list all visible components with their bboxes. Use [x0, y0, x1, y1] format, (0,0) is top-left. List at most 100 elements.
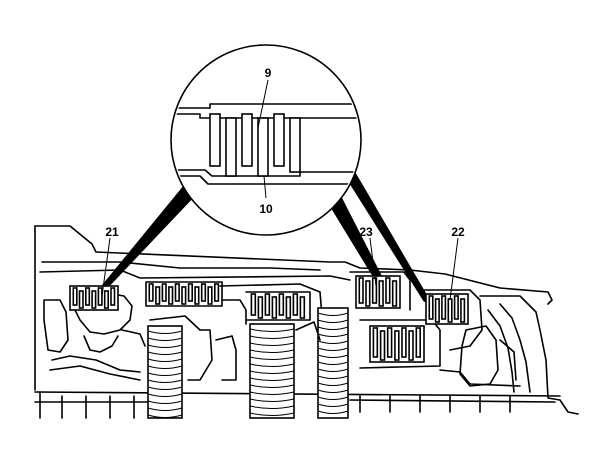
clutch-pack-23 [349, 271, 411, 311]
magnifier-leader-left [98, 185, 196, 292]
clutch-plate [91, 290, 97, 309]
right-internal-components [439, 325, 521, 387]
gear-right-tooth [317, 340, 349, 344]
clutch-plate [200, 283, 207, 302]
clutch-plate [278, 293, 285, 316]
clutch-plate [110, 287, 116, 306]
clutch-plate [72, 287, 78, 306]
gear-center-tooth [249, 377, 295, 381]
gear-right-tooth [317, 347, 349, 351]
gear-right-tooth [317, 403, 349, 407]
gear-right-tooth [317, 319, 349, 323]
clutch-plate [148, 283, 154, 302]
gear-center-tooth [249, 412, 295, 416]
clutch-plate [358, 277, 364, 304]
clutch-plate [415, 327, 421, 358]
callout-9: 9 [265, 66, 272, 80]
gear-left-tooth [147, 351, 183, 355]
gear-center-tooth [249, 405, 295, 409]
gear-right-tooth [317, 368, 349, 372]
planetary-gears [147, 307, 349, 419]
clutch-plate [264, 293, 271, 316]
gear-left-tooth [147, 393, 183, 397]
callout-leaders [101, 237, 459, 301]
gear-center-tooth [249, 349, 295, 353]
gear-right-tooth [317, 312, 349, 316]
clutch-plate [174, 283, 180, 302]
gear-left-tooth [147, 337, 183, 341]
clutch-plate [257, 296, 264, 319]
gear-left-tooth [147, 414, 183, 418]
clutch-plates-detail [209, 113, 301, 177]
gear-left [147, 325, 183, 419]
transmission-housing [34, 225, 579, 419]
gear-right-tooth [317, 333, 349, 337]
clutch-plate [434, 298, 440, 323]
clutch-plate [207, 286, 213, 305]
gear-center-tooth [249, 335, 295, 339]
gear-left-tooth [147, 330, 183, 334]
clutch-plate [391, 280, 398, 307]
clutch-pack-22 [419, 289, 483, 351]
gear-center-tooth [249, 356, 295, 360]
clutch-plate [292, 293, 299, 316]
clutch-plate [453, 295, 459, 320]
gear-left-tooth [147, 407, 183, 411]
gear-center-tooth [249, 342, 295, 346]
clutch-plate [214, 283, 220, 302]
clutch-plate [386, 327, 393, 358]
clutch-plate [385, 277, 391, 304]
clutch-plate [168, 286, 174, 305]
clutch-plate [447, 298, 453, 323]
center-upper-clutch [145, 281, 323, 325]
gear-left-tooth [147, 358, 183, 362]
clutch-plate [271, 296, 278, 319]
clutch-pack-21 [69, 285, 119, 311]
clutch-plate [378, 280, 384, 307]
gear-left-tooth [147, 386, 183, 390]
clutch-plate [181, 286, 187, 305]
clutch-plate [441, 295, 447, 320]
clutch-plate [161, 283, 167, 302]
gear-right-tooth [317, 326, 349, 330]
detail-magnifier [170, 44, 362, 236]
gear-left-tooth [147, 379, 183, 383]
clutch-plate [401, 327, 407, 358]
clutch-plate [394, 330, 400, 361]
gear-center-tooth [249, 328, 295, 332]
callout-10: 10 [259, 202, 273, 216]
clutch-plate [372, 327, 379, 358]
gear-right-tooth [317, 361, 349, 365]
gear-right-tooth [317, 354, 349, 358]
clutch-plate [250, 293, 257, 316]
gear-center-tooth [249, 384, 295, 388]
gear-center-tooth [249, 398, 295, 402]
clutch-plate [428, 295, 434, 320]
clutch-plate [285, 296, 292, 319]
clutch-plate [365, 280, 371, 307]
gear-right-tooth [317, 382, 349, 386]
lower-right-clutch [359, 319, 441, 369]
callout-21: 21 [105, 225, 119, 239]
clutch-plate [379, 330, 386, 361]
clutch-plate [408, 330, 414, 361]
clutch-plate [460, 298, 466, 323]
gear-center-tooth [249, 363, 295, 367]
magnifier-leader-right [326, 170, 430, 302]
gear-center-tooth [249, 391, 295, 395]
clutch-plate [187, 283, 194, 302]
gear-left-tooth [147, 372, 183, 376]
gear-right-tooth [317, 410, 349, 414]
gear-left-tooth [147, 344, 183, 348]
clutch-plate [194, 286, 200, 305]
gear-right-tooth [317, 396, 349, 400]
gear-center-tooth [249, 370, 295, 374]
clutch-plate [85, 287, 91, 306]
callout-23: 23 [359, 225, 373, 239]
callout-22: 22 [451, 225, 465, 239]
gear-left-tooth [147, 365, 183, 369]
clutch-plate [78, 290, 84, 309]
clutch-plate [97, 287, 103, 306]
gear-right-tooth [317, 389, 349, 393]
